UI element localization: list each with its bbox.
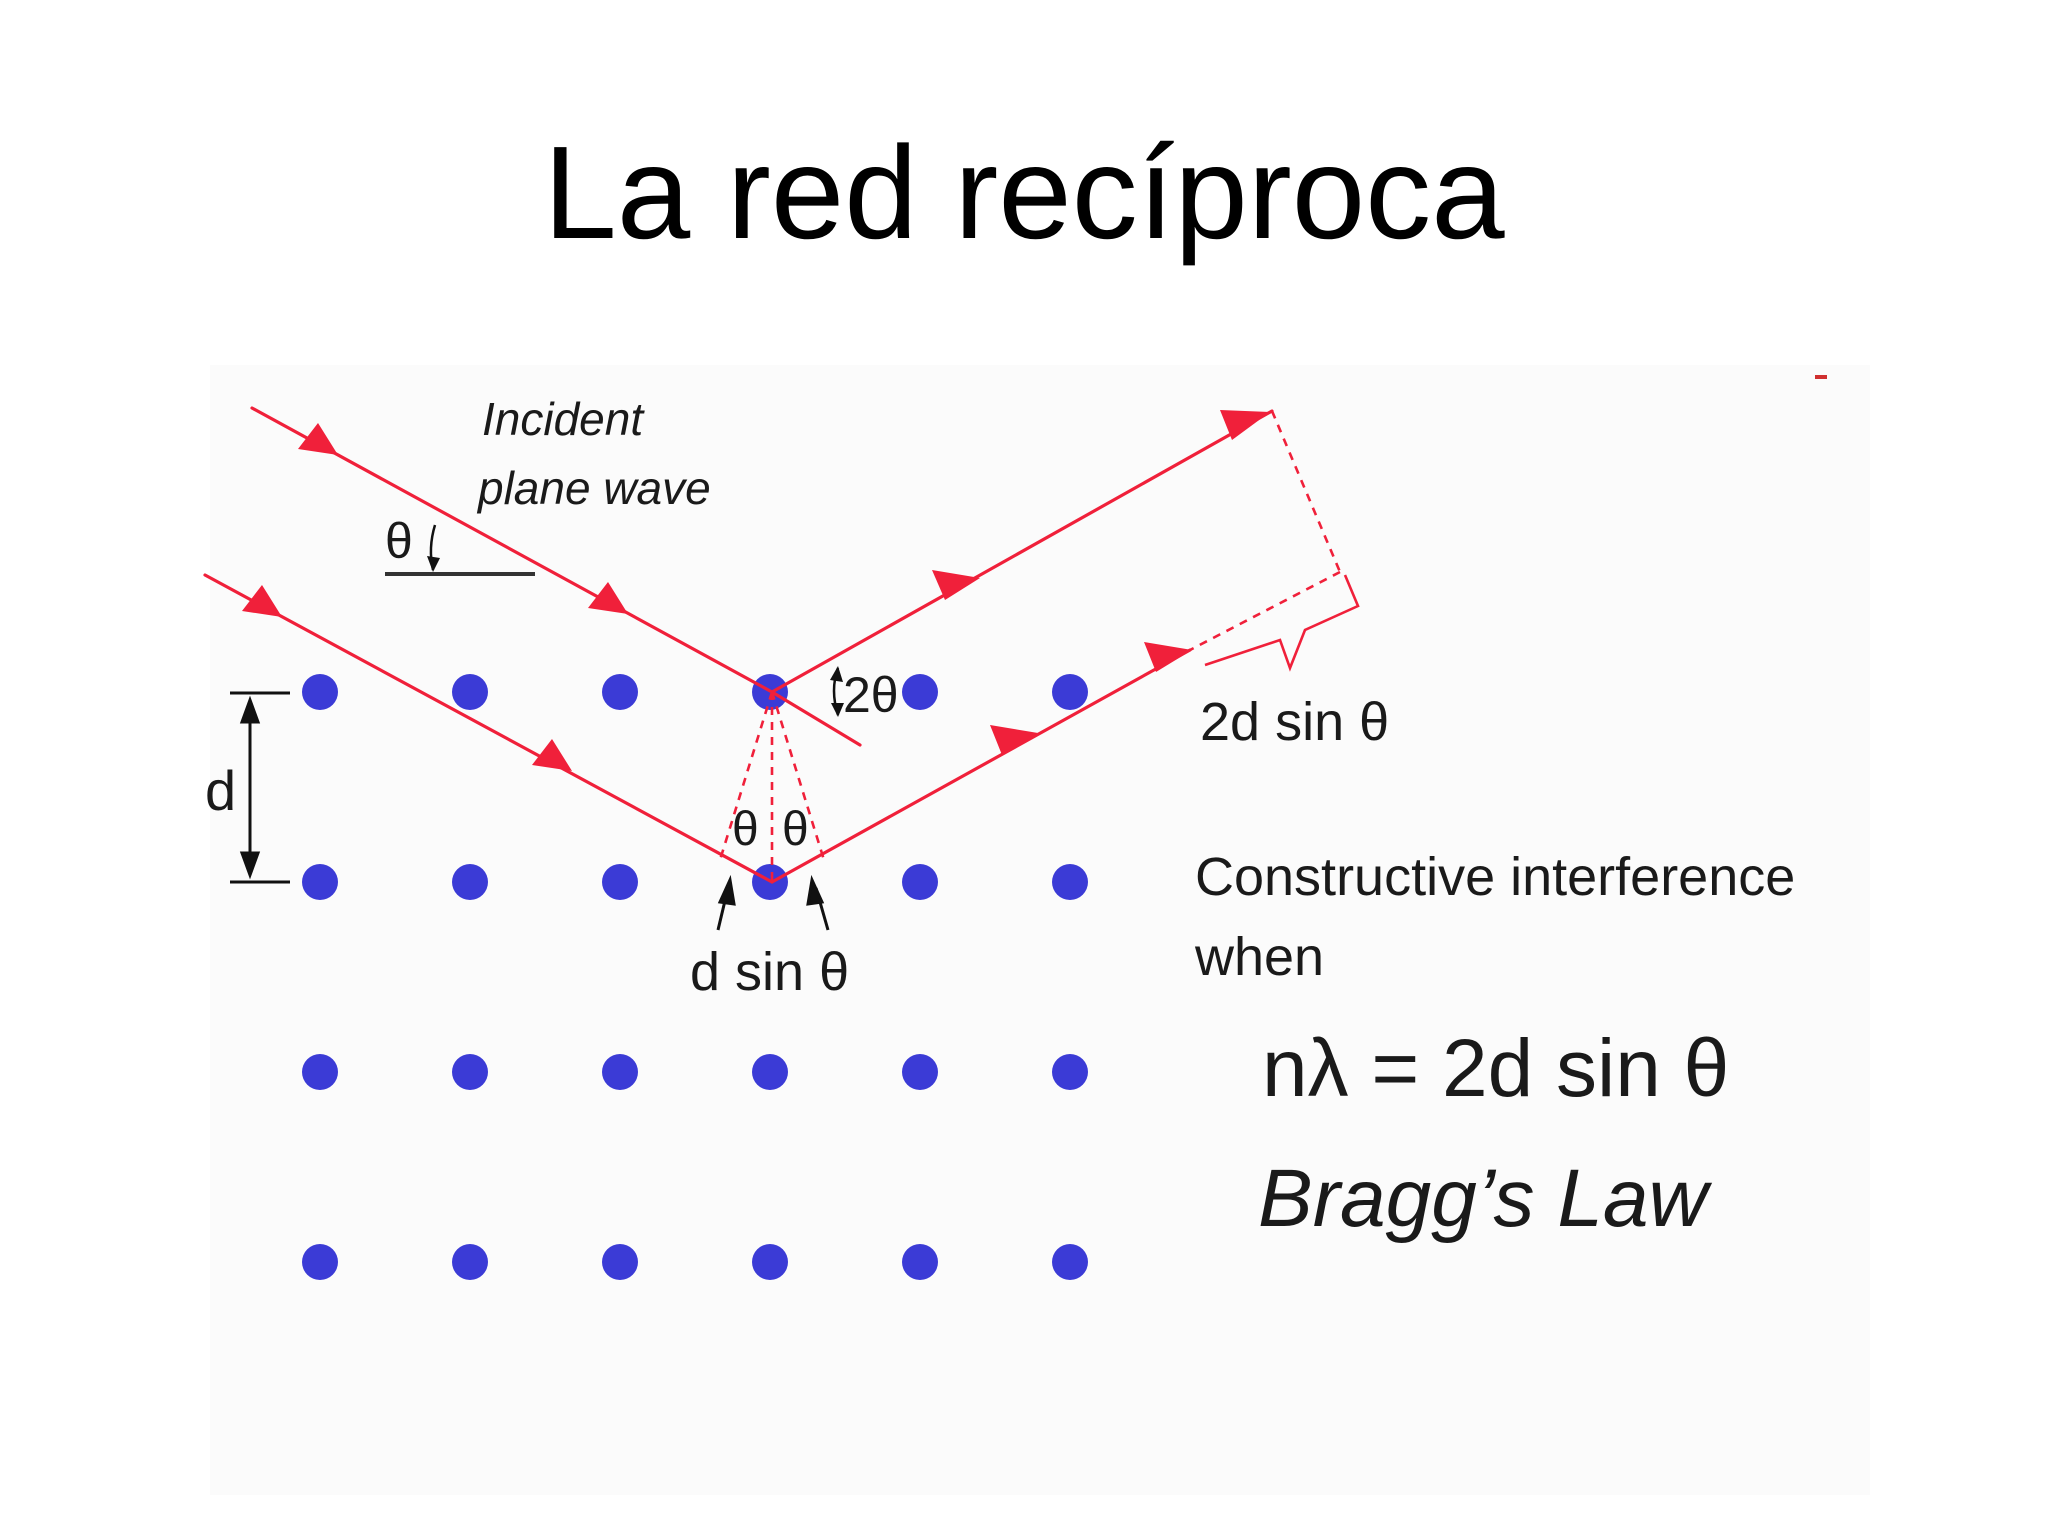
atom-r3-c4 — [752, 1054, 788, 1090]
incident-label-line2: plane wave — [476, 462, 711, 514]
d-sin-theta-arrows — [716, 874, 830, 931]
arrowhead-3 — [242, 585, 282, 617]
d-sin-theta-label: d sin θ — [690, 942, 849, 1002]
atom-r2-c1 — [302, 864, 338, 900]
spacing-arrow-down — [239, 851, 261, 880]
extended-ray-top — [770, 690, 862, 747]
reflected-ray-bottom — [770, 648, 1192, 884]
incident-ray-bottom — [203, 573, 774, 884]
theta-left-label: θ — [732, 803, 759, 856]
two-theta-label: 2θ — [843, 667, 899, 723]
arrowhead-1 — [298, 423, 338, 455]
path-diff-bracket — [1204, 574, 1360, 672]
spacing-arrow-up — [239, 695, 261, 724]
arrowhead-6 — [1220, 410, 1270, 440]
atom-r1-c3 — [602, 674, 638, 710]
atom-lattice — [302, 674, 1088, 1280]
arrowhead-4 — [532, 739, 572, 771]
atom-r1-c1 — [302, 674, 338, 710]
atom-r4-c4 — [752, 1244, 788, 1280]
corner-mark — [1815, 375, 1827, 379]
reflected-ray-top — [770, 409, 1274, 694]
atom-r1-c5 — [902, 674, 938, 710]
path-diff-dashed — [1189, 570, 1341, 652]
atom-r3-c1 — [302, 1054, 338, 1090]
figure-panel — [210, 365, 1870, 1495]
spacing-label: d — [205, 759, 236, 822]
atom-r3-c3 — [602, 1054, 638, 1090]
incident-ray-top — [250, 406, 774, 694]
atom-r4-c2 — [452, 1244, 488, 1280]
atom-r2-c5 — [902, 864, 938, 900]
atom-r4-c5 — [902, 1244, 938, 1280]
atom-r1-c2 — [452, 674, 488, 710]
arrowhead-8 — [1144, 642, 1192, 672]
atom-r2-c2 — [452, 864, 488, 900]
constructive-label-line2: when — [1194, 927, 1324, 987]
spacing-indicator — [230, 691, 290, 884]
arrowhead-5 — [932, 570, 980, 600]
atom-r4-c6 — [1052, 1244, 1088, 1280]
atom-r3-c2 — [452, 1054, 488, 1090]
path-diff-label: 2d sin θ — [1200, 692, 1389, 752]
atom-r3-c5 — [902, 1054, 938, 1090]
theta-right-label: θ — [782, 803, 809, 856]
construction-lines — [718, 410, 1342, 882]
arrowhead-7 — [990, 725, 1038, 755]
atom-r4-c1 — [302, 1244, 338, 1280]
theta-incident-label: θ — [385, 513, 413, 569]
slide-title: La red recíproca — [543, 119, 1505, 266]
rays — [203, 406, 1274, 884]
constructive-label-line1: Constructive interference — [1195, 847, 1795, 907]
bragg-law-label: Bragg’s Law — [1258, 1153, 1713, 1244]
atom-r2-c6 — [1052, 864, 1088, 900]
bracket-line — [1204, 574, 1360, 672]
atom-r3-c6 — [1052, 1054, 1088, 1090]
atom-r4-c3 — [602, 1244, 638, 1280]
two-theta-marker — [830, 666, 844, 717]
atom-r2-c3 — [602, 864, 638, 900]
incident-label-line1: Incident — [482, 393, 645, 445]
arrowhead-2 — [588, 582, 628, 614]
bragg-equation: nλ = 2d sin θ — [1262, 1023, 1729, 1114]
ray-arrowheads — [242, 410, 1270, 771]
incident-angle-marker — [385, 524, 535, 576]
atom-r1-c6 — [1052, 674, 1088, 710]
